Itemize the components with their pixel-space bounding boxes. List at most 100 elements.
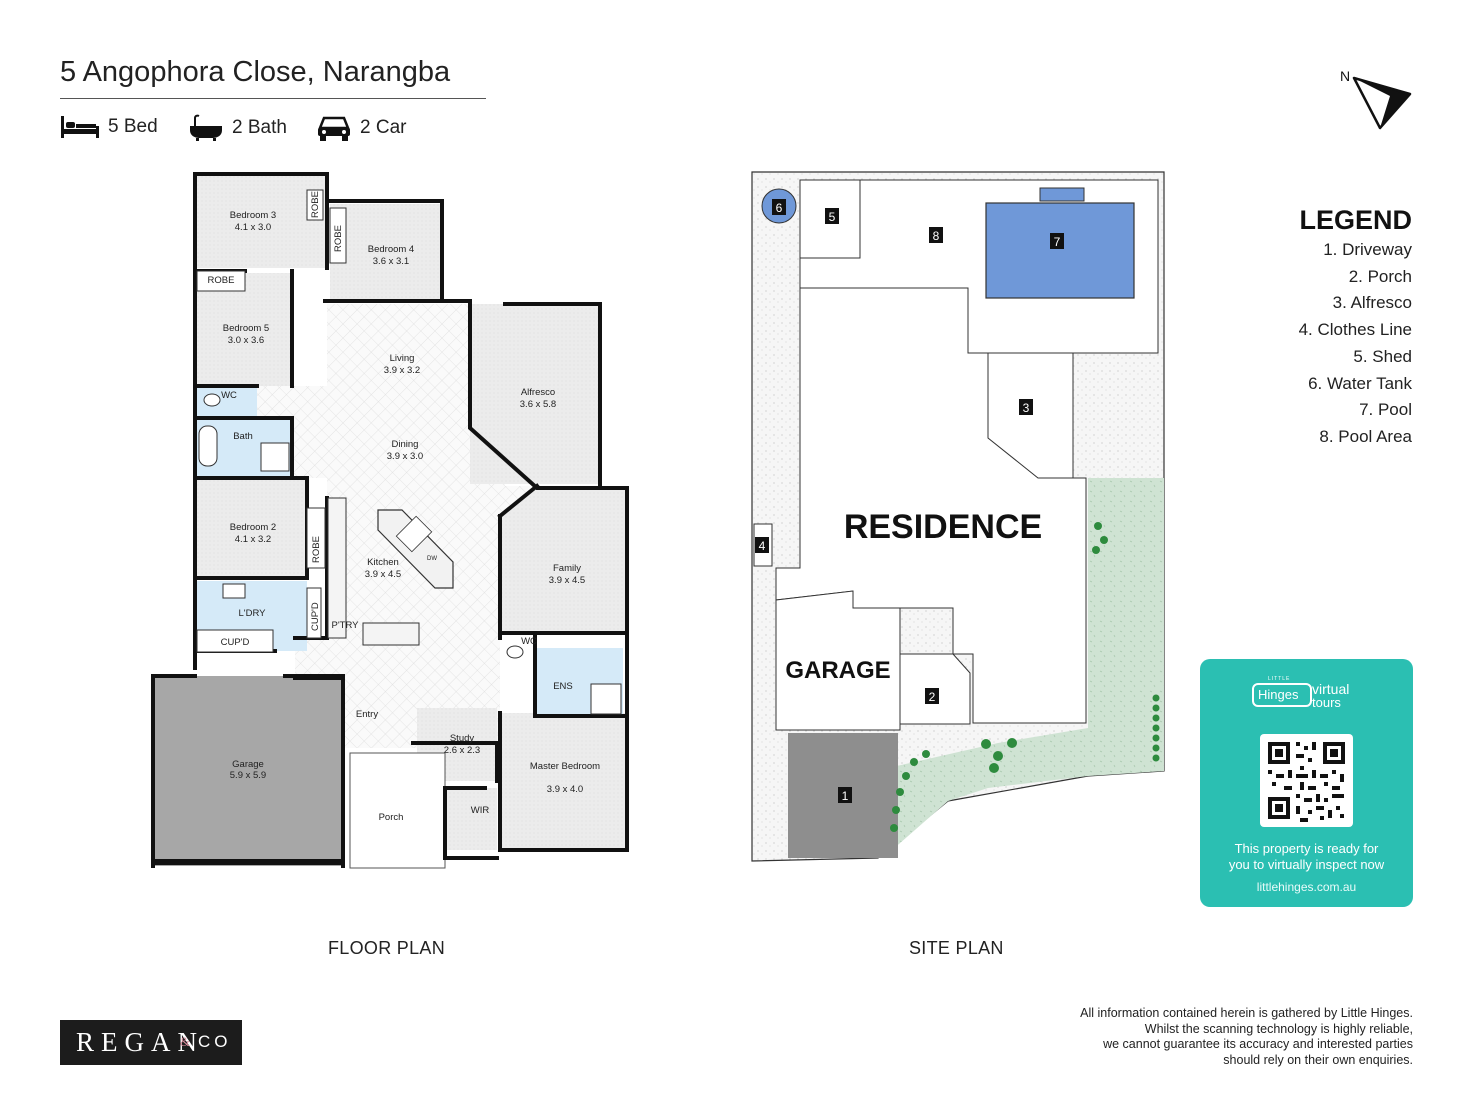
residence-label: RESIDENCE bbox=[844, 508, 1042, 546]
garage-dims: 5.9 x 5.9 bbox=[230, 770, 266, 781]
bath-count: 2 Bath bbox=[232, 117, 287, 138]
shower bbox=[260, 442, 290, 472]
north-label: N bbox=[1340, 68, 1350, 84]
marker-6: 6 bbox=[776, 201, 783, 215]
agency-logo-name: REGAN bbox=[76, 1027, 204, 1057]
disclaimer-line: All information contained herein is gath… bbox=[1080, 1006, 1413, 1020]
bedroom-5-name: Bedroom 5 bbox=[223, 323, 269, 334]
wir-floor bbox=[445, 788, 497, 850]
robe-bed2 bbox=[306, 507, 326, 569]
pantry-label: P'TRY bbox=[332, 620, 360, 631]
cupd-label-hall: CUP'D bbox=[310, 602, 321, 631]
legend-item: 4. Clothes Line bbox=[1298, 320, 1412, 340]
agency-logo-amp: & bbox=[180, 1034, 191, 1049]
ensuite-label: ENS bbox=[553, 681, 573, 692]
agency-logo: REGAN & CO bbox=[60, 1020, 242, 1065]
car-icon bbox=[316, 114, 352, 142]
disclaimer-line: Whilst the scanning technology is highly… bbox=[1144, 1021, 1413, 1036]
site-plan: RESIDENCE GARAGE 1 2 3 4 5 6 7 8 bbox=[748, 168, 1168, 868]
marker-7: 7 bbox=[1054, 235, 1061, 249]
qr-code[interactable] bbox=[1260, 734, 1353, 827]
study-dims: 2.6 x 2.3 bbox=[444, 745, 480, 756]
bedroom-5-dims: 3.0 x 3.6 bbox=[228, 335, 264, 346]
family-floor bbox=[500, 486, 627, 633]
cupd-laundry bbox=[196, 629, 274, 653]
marker-8: 8 bbox=[933, 229, 940, 243]
legend-item: 6. Water Tank bbox=[1308, 373, 1412, 393]
master-bedroom-dims: 3.9 x 4.0 bbox=[547, 784, 583, 795]
master-bedroom-floor bbox=[500, 713, 627, 850]
robe-label-bed3: ROBE bbox=[310, 191, 321, 218]
alfresco-floor bbox=[470, 304, 600, 484]
wc-label: WC bbox=[221, 390, 237, 401]
logo-brand: Hinges bbox=[1252, 683, 1312, 707]
bed-icon bbox=[60, 114, 100, 140]
living-dims: 3.9 x 3.2 bbox=[384, 365, 420, 376]
study-name: Study bbox=[450, 733, 475, 744]
marker-2: 2 bbox=[929, 690, 936, 704]
bedroom-2-floor bbox=[197, 478, 307, 578]
robe-label-bed4: ROBE bbox=[333, 225, 344, 252]
kitchen-bench bbox=[327, 497, 347, 639]
robe-label-1: ROBE bbox=[208, 275, 235, 286]
legend-item: 8. Pool Area bbox=[1319, 426, 1412, 446]
laundry-tub bbox=[222, 583, 246, 599]
entry-label: Entry bbox=[356, 709, 378, 720]
garage-name: Garage bbox=[232, 759, 264, 770]
cupd-label-1: CUP'D bbox=[221, 637, 250, 648]
virtual-tour-text-line2: you to virtually inspect now bbox=[1228, 857, 1385, 872]
disclaimer-line: we cannot guarantee its accuracy and int… bbox=[1103, 1037, 1413, 1052]
marker-4: 4 bbox=[759, 539, 766, 553]
porch-label: Porch bbox=[379, 812, 404, 823]
bedroom-3-dims: 4.1 x 3.0 bbox=[235, 222, 271, 233]
bedroom-4-floor bbox=[330, 204, 440, 301]
living-dining-kitchen-floor bbox=[327, 304, 470, 656]
virtual-tour-text-line1: This property is ready for bbox=[1234, 841, 1379, 856]
alfresco-dims: 3.6 x 5.8 bbox=[520, 399, 556, 410]
dishwasher-label: DW bbox=[427, 556, 437, 562]
car-count: 2 Car bbox=[360, 117, 407, 138]
robe-bed3 bbox=[306, 189, 324, 221]
bedroom-4-dims: 3.6 x 3.1 bbox=[373, 256, 409, 267]
lawn-area bbox=[883, 478, 1164, 858]
garden-shrubs bbox=[890, 522, 1160, 832]
kitchen-name: Kitchen bbox=[367, 557, 399, 568]
family-name: Family bbox=[553, 563, 581, 574]
garage-footprint bbox=[775, 590, 901, 731]
pool bbox=[985, 202, 1135, 299]
title-divider bbox=[60, 98, 486, 99]
logo-tag-1: virtual bbox=[1312, 681, 1350, 697]
legend: LEGEND 1. Driveway 2. Porch 3. Alfresco … bbox=[1240, 203, 1412, 451]
wir-label: WIR bbox=[471, 805, 490, 816]
virtual-tour-card[interactable]: LITTLE Hinges virtual tours bbox=[1200, 659, 1413, 907]
master-bedroom-name: Master Bedroom bbox=[530, 761, 600, 772]
cupd-hall bbox=[306, 587, 322, 639]
ensuite-shower bbox=[590, 683, 622, 715]
robe-label-bed2: ROBE bbox=[311, 536, 322, 563]
dining-dims: 3.9 x 3.0 bbox=[387, 451, 423, 462]
virtual-tour-url[interactable]: littlehinges.com.au bbox=[1256, 880, 1357, 894]
feature-car: 2 Car bbox=[316, 114, 406, 142]
garage-floor bbox=[153, 676, 343, 866]
alfresco-name: Alfresco bbox=[521, 387, 555, 398]
legend-item: 5. Shed bbox=[1353, 346, 1412, 366]
laundry-label: L'DRY bbox=[239, 608, 267, 619]
pantry-bench bbox=[362, 622, 420, 646]
marker-5: 5 bbox=[829, 210, 836, 224]
agency-logo-suffix: CO bbox=[198, 1032, 232, 1051]
floor-plan-caption: FLOOR PLAN bbox=[328, 938, 446, 958]
bathtub bbox=[198, 425, 218, 467]
toilet bbox=[203, 393, 221, 407]
disclaimer: All information contained herein is gath… bbox=[1000, 1006, 1413, 1068]
bedroom-2-dims: 4.1 x 3.2 bbox=[235, 534, 271, 545]
bathtub-icon bbox=[188, 114, 224, 142]
feature-bed: 5 Bed bbox=[60, 114, 158, 140]
bath-label: Bath bbox=[233, 431, 253, 442]
legend-title: LEGEND bbox=[1299, 205, 1412, 235]
site-plan-caption: SITE PLAN bbox=[909, 938, 1004, 958]
porch-floor bbox=[349, 752, 446, 869]
kitchen-island bbox=[377, 509, 454, 589]
garage-label: GARAGE bbox=[785, 657, 890, 684]
bedroom-2-name: Bedroom 2 bbox=[230, 522, 276, 533]
bedroom-3-floor bbox=[197, 176, 327, 268]
